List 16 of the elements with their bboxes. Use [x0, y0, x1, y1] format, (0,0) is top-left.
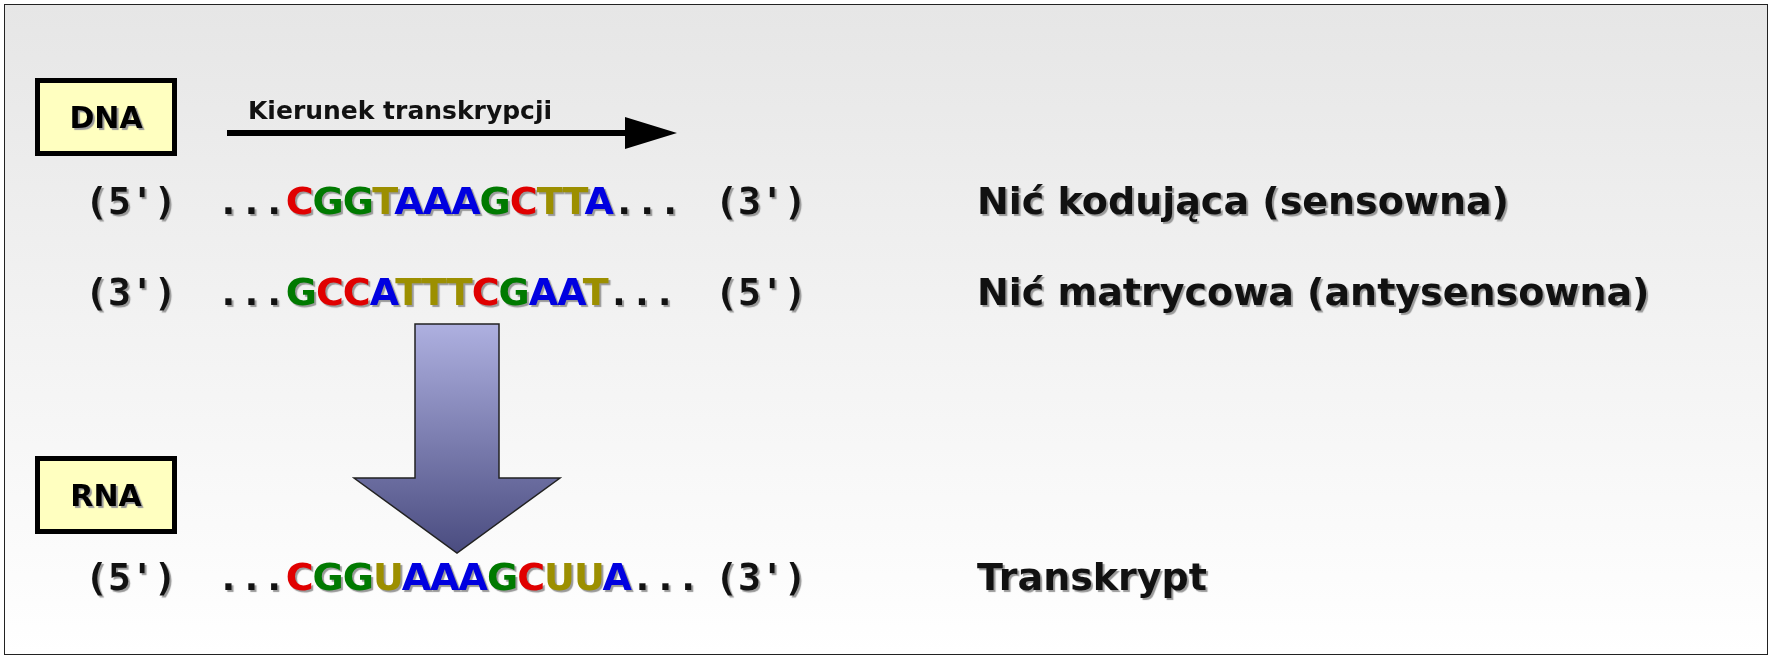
- strand-end-label: (5'): [85, 182, 177, 220]
- strand-name: Transkrypt: [977, 558, 1207, 596]
- strand-name: Nić kodująca (sensowna): [977, 182, 1509, 220]
- strand-end-label: (5'): [715, 273, 807, 311]
- dna-label-box: DNA: [35, 78, 177, 156]
- rna-label-box: RNA: [35, 456, 177, 534]
- block-arrow: [351, 323, 563, 554]
- strand-end-label: (5'): [85, 558, 177, 596]
- strand-end-label: (3'): [85, 273, 177, 311]
- coding-strand-sequence: ...CGGTAAAGCTTA...: [217, 182, 682, 220]
- template-strand-sequence: ...GCCATTTCGAAT...: [217, 273, 677, 311]
- direction-caption: Kierunek transkrypcji: [248, 98, 553, 123]
- transcript-sequence: ...CGGUAAAGCUUA...: [217, 558, 700, 596]
- strand-end-label: (3'): [715, 182, 807, 220]
- strand-name: Nić matrycowa (antysensowna): [977, 273, 1650, 311]
- strand-end-label: (3'): [715, 558, 807, 596]
